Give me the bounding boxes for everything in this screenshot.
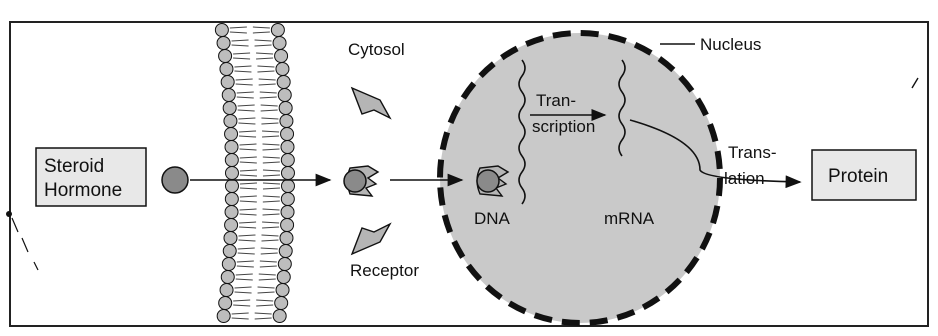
protein-label: Protein xyxy=(828,166,888,187)
lipid-head xyxy=(281,128,294,141)
steroid-label-line1: Steroid xyxy=(44,156,104,177)
bound-hormone-on-dna xyxy=(477,170,499,192)
lipid-head xyxy=(222,89,235,102)
lipid-head xyxy=(220,63,233,76)
lipid-head xyxy=(276,284,289,297)
cytosol-label: Cytosol xyxy=(348,40,405,59)
lipid-head xyxy=(222,258,235,271)
transcription-label-line1: Tran- xyxy=(536,91,576,110)
scan-dot-left xyxy=(6,211,12,217)
lipid-head xyxy=(281,180,294,193)
lipid-head xyxy=(225,206,238,219)
lipid-head xyxy=(280,115,293,128)
lipid-head xyxy=(223,102,236,115)
lipid-head xyxy=(225,128,238,141)
lipid-head xyxy=(279,245,292,258)
lipid-head xyxy=(281,167,294,180)
lipid-head xyxy=(217,310,230,323)
lipid-head xyxy=(225,167,238,180)
lipid-head xyxy=(276,63,289,76)
lipid-head xyxy=(219,297,232,310)
receptor-label: Receptor xyxy=(350,261,419,280)
lipid-head xyxy=(225,219,238,232)
lipid-head xyxy=(280,232,293,245)
lipid-head xyxy=(221,271,234,284)
nucleus-label: Nucleus xyxy=(700,35,761,54)
lipid-head xyxy=(277,76,290,89)
translation-label-line2: lation xyxy=(724,169,765,188)
translation-label-line1: Trans- xyxy=(728,143,777,162)
lipid-head xyxy=(277,271,290,284)
lipid-head xyxy=(225,180,238,193)
lipid-head xyxy=(217,37,230,50)
lipid-head xyxy=(279,102,292,115)
lipid-head xyxy=(215,24,228,37)
lipid-head xyxy=(281,206,294,219)
lipid-head xyxy=(278,258,291,271)
hormone-molecule xyxy=(162,167,188,193)
mrna-label: mRNA xyxy=(604,209,655,228)
lipid-head xyxy=(273,37,286,50)
lipid-head xyxy=(224,232,237,245)
lipid-head xyxy=(225,193,238,206)
bound-hormone-cytosol xyxy=(344,170,366,192)
lipid-head xyxy=(220,284,233,297)
lipid-head xyxy=(221,76,234,89)
lipid-head xyxy=(271,24,284,37)
lipid-head xyxy=(275,297,288,310)
lipid-head xyxy=(281,141,294,154)
lipid-head xyxy=(225,141,238,154)
dna-label: DNA xyxy=(474,209,511,228)
lipid-head xyxy=(281,219,294,232)
lipid-head xyxy=(219,50,232,63)
lipid-head xyxy=(273,310,286,323)
lipid-head xyxy=(281,154,294,167)
lipid-head xyxy=(275,50,288,63)
lipid-head xyxy=(225,154,238,167)
lipid-head xyxy=(278,89,291,102)
steroid-label-line2: Hormone xyxy=(44,180,122,201)
lipid-head xyxy=(281,193,294,206)
lipid-head xyxy=(223,245,236,258)
transcription-label-line2: scription xyxy=(532,117,595,136)
lipid-head xyxy=(224,115,237,128)
